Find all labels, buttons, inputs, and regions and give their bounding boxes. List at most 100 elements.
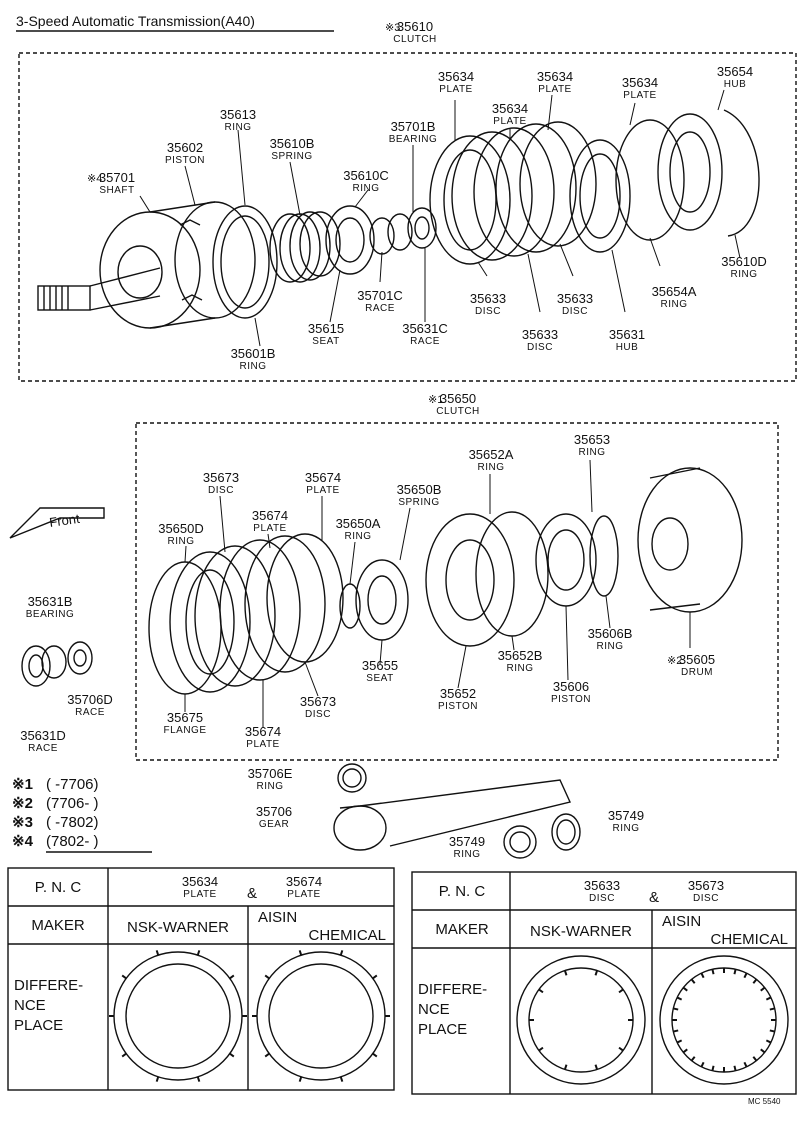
maker-a: NSK-WARNER [127,919,229,936]
part-number: 35606 [553,679,589,694]
part-description: PLATE [253,523,286,534]
part-number: 35650B [397,482,442,497]
part-description: CLUTCH [393,34,437,45]
difference-place-label: DIFFERE- [418,981,487,998]
part-number: 35650D [158,521,204,536]
part-description: CLUTCH [436,406,480,417]
note-row: ※2(7706- ) [12,795,99,812]
difference-place-label: NCE [418,1001,450,1018]
part-description: PLATE [538,84,571,95]
part-number: 35633 [522,327,558,342]
part-description: DISC [208,485,234,496]
part-number: 35605 [679,652,715,667]
part-number: 35631 [609,327,645,342]
part-number: 35602 [167,140,203,155]
ampersand: & [649,889,659,906]
lower-spring-seat-drawing [339,559,409,641]
pnc-a-number: 35633 [584,878,620,893]
part-description: BEARING [389,134,438,145]
clutch-drum-drawing [99,201,256,329]
part-number: 35655 [362,658,398,673]
part-number: 35610B [270,136,315,151]
part-description: BEARING [26,609,75,620]
pnc-a-desc: DISC [589,893,615,904]
part-description: RING [731,269,758,280]
part-number: 35675 [167,710,203,725]
part-description: GEAR [259,819,289,830]
part-number: 35654A [652,284,697,299]
part-description: RACE [410,336,440,347]
part-number: 35631D [20,728,66,743]
maker-b-line1: AISIN [662,913,701,930]
part-description: PISTON [438,701,478,712]
part-number: 35706D [67,692,113,707]
part-number: 35652A [469,447,514,462]
upper-hub-drawing [569,109,760,253]
part-number: 35749 [449,834,485,849]
part-description: HUB [724,79,747,90]
part-number: 35634 [537,69,573,84]
maker-b-ring-icon [659,955,789,1085]
maker-b-line1: AISIN [258,909,297,926]
part-description: RING [168,536,195,547]
upper-plate-stack-drawing [429,121,597,265]
part-description: RING [454,849,481,860]
part-description: RING [345,531,372,542]
part-number: 35613 [220,107,256,122]
part-number: 35610 [397,19,433,34]
part-number: 35615 [308,321,344,336]
pnc-b-number: 35673 [688,878,724,893]
part-description: RACE [75,707,105,718]
pnc-label: P. N. C [439,883,486,900]
front-label: Front [48,511,81,530]
part-number: 35701B [391,119,436,134]
front-arrow [9,507,105,539]
part-description: SEAT [312,336,339,347]
difference-place-label: PLACE [418,1021,467,1038]
part-number: 35653 [574,432,610,447]
maker-b-line2: CHEMICAL [308,927,386,944]
part-number: 35634 [622,75,658,90]
bearing-race-drawing [21,641,93,687]
part-number: 35631C [402,321,448,336]
maker-a: NSK-WARNER [530,923,632,940]
maker-label: MAKER [31,917,85,934]
note-range: (7706- ) [46,795,99,812]
part-description: PLATE [306,485,339,496]
difference-place-label: PLACE [14,1017,63,1034]
note-row: ※4(7802- ) [12,833,99,850]
part-description: RING [225,122,252,133]
pnc-label: P. N. C [35,879,82,896]
part-number: 35654 [717,64,753,79]
upper-clutch-group-box [18,52,797,382]
part-description: RING [257,781,284,792]
part-description: RING [478,462,505,473]
note-row: ※3( -7802) [12,814,99,831]
production-notes: ※1( -7706) ※2(7706- ) ※3( -7802) ※4(7802- ) [12,776,152,853]
note-row: ※1( -7706) [12,776,99,793]
